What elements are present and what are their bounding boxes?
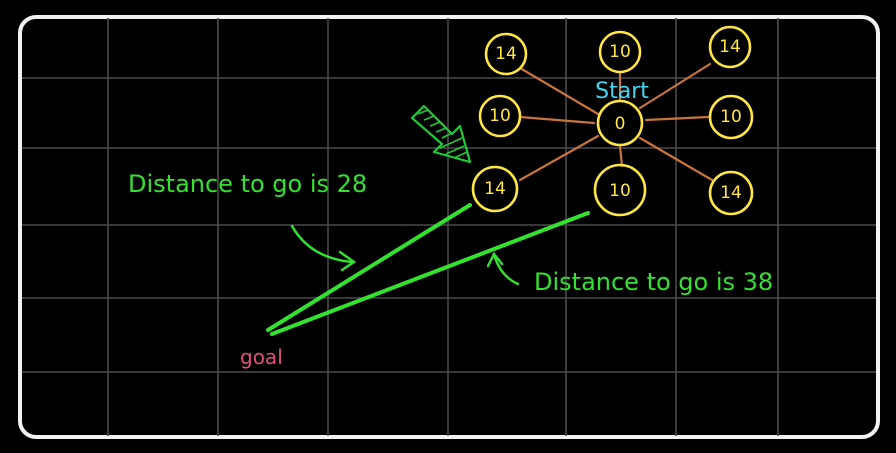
grid — [22, 18, 876, 436]
pointer-arrow-icon — [410, 104, 472, 164]
edge-top-left — [518, 66, 600, 116]
edge-right — [644, 115, 710, 122]
edges — [518, 62, 714, 182]
node-start-value: 0 — [615, 114, 626, 134]
curved-arrow-top-head — [338, 250, 357, 272]
blackboard — [18, 15, 880, 439]
curved-arrow-bottom-head — [486, 251, 504, 268]
curved-arrow-bottom — [486, 251, 520, 286]
node-right-ring — [708, 94, 754, 140]
edge-top-right — [638, 62, 712, 110]
node-top-left-value: 14 — [495, 44, 517, 64]
goal-label: goal — [240, 345, 283, 369]
node-top-left-ring — [484, 32, 528, 76]
goal-line-28 — [266, 203, 472, 332]
edge-left — [518, 115, 596, 125]
goal-lines — [266, 203, 590, 336]
node-top-ring — [598, 30, 642, 74]
node-bottom-value: 10 — [609, 181, 631, 201]
annotation-distance-28: Distance to go is 28 — [128, 170, 367, 198]
node-left-ring — [478, 94, 522, 138]
node-top-value: 10 — [609, 42, 631, 62]
curved-arrow-top-shaft — [290, 224, 354, 264]
node-start-ring — [596, 99, 644, 147]
edge-bottom — [618, 144, 624, 168]
node-top-right-value: 14 — [719, 37, 741, 57]
curved-arrow-top — [290, 224, 357, 272]
start-label: Start — [595, 79, 649, 104]
node-bottom-right-value: 14 — [720, 183, 742, 203]
node-bottom-left-value: 14 — [484, 179, 506, 199]
edge-bottom-left — [518, 134, 600, 182]
node-top-right-ring — [708, 25, 752, 69]
node-bottom-right-ring — [708, 170, 754, 216]
annotation-distance-38: Distance to go is 38 — [534, 268, 773, 296]
node-bottom-left-ring — [471, 165, 519, 213]
node-bottom-ring — [593, 163, 647, 217]
goal-line-38 — [270, 211, 590, 336]
node-right-value: 10 — [720, 107, 742, 127]
node-left-value: 10 — [489, 106, 511, 126]
edge-bottom-right — [638, 136, 714, 182]
curved-arrow-bottom-shaft — [492, 252, 520, 286]
